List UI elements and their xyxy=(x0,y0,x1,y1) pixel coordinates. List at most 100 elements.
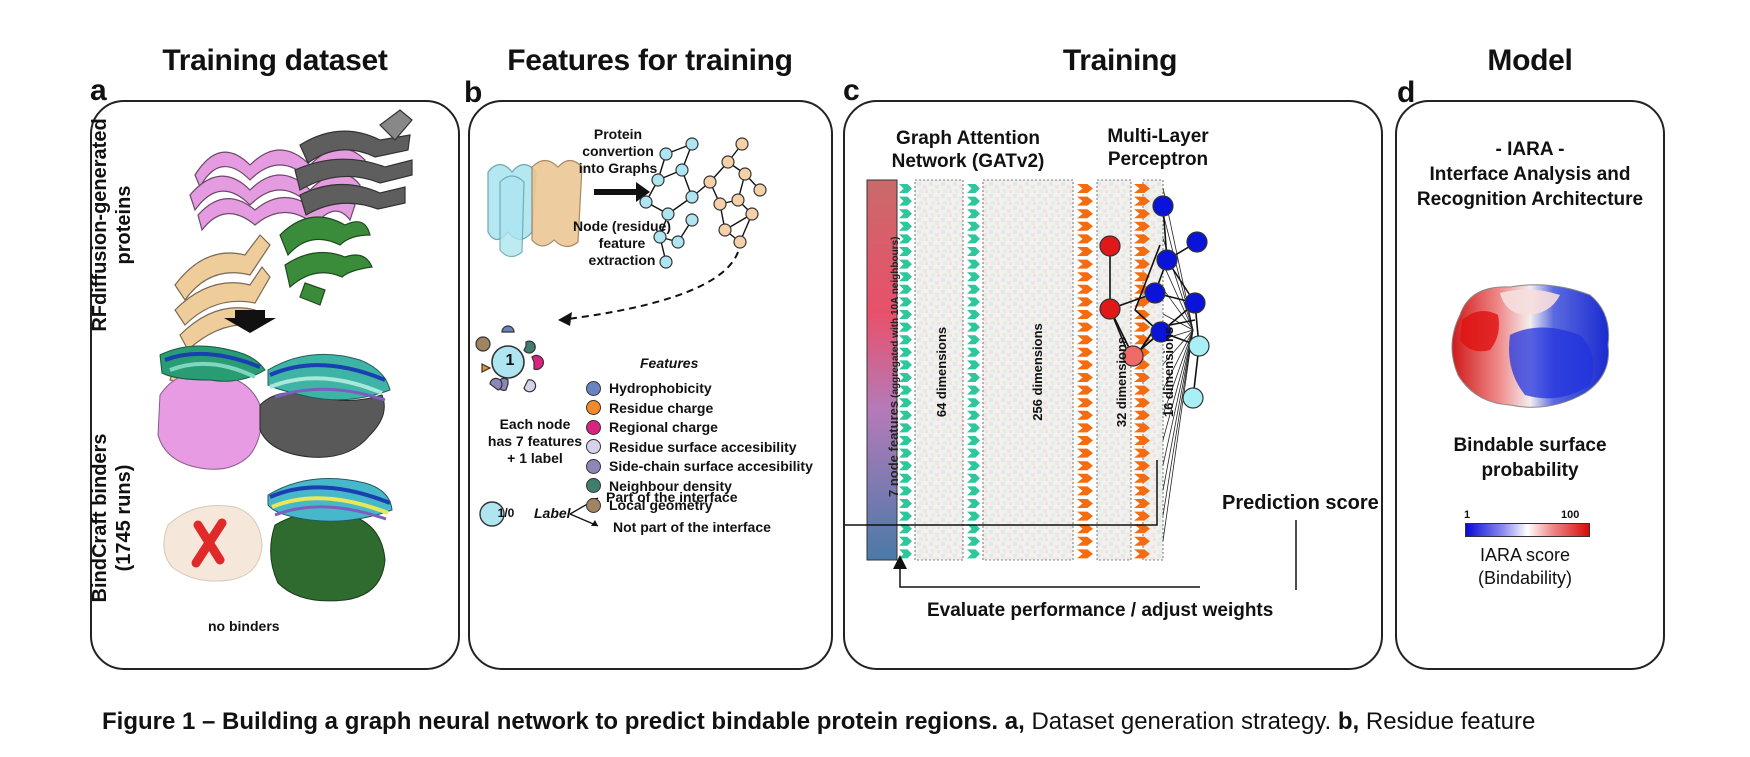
fan-line xyxy=(1162,213,1194,331)
layer-chevron xyxy=(967,436,980,445)
layer-chevron xyxy=(899,234,912,244)
no-binder-protein xyxy=(163,504,263,582)
panel-c-box xyxy=(843,100,1383,670)
layer-chevron xyxy=(1134,448,1150,458)
layer-chevron xyxy=(1077,486,1093,496)
layer-chevron xyxy=(1077,297,1093,307)
layer-chevron xyxy=(967,448,980,458)
layer-chevron xyxy=(967,209,980,219)
layer-chevron xyxy=(899,398,912,408)
binder-complex-3 xyxy=(267,478,393,602)
layer-chevron xyxy=(1134,461,1150,471)
layer-chevron xyxy=(1077,322,1093,332)
layer-chevron xyxy=(899,549,912,559)
layer-chevron xyxy=(1134,410,1150,420)
feature-item: Neighbour density xyxy=(586,478,732,494)
extraction-dashed-arrow xyxy=(559,251,739,321)
layer-chevron xyxy=(1134,221,1150,231)
rfdiffusion-label: RFdiffusion-generated proteins xyxy=(89,118,135,332)
layer-chevron xyxy=(967,499,980,508)
layer-chevron xyxy=(899,448,912,458)
convert-line2: convertion xyxy=(582,143,654,159)
feedback-label: Evaluate performance / adjust weights xyxy=(927,600,1274,621)
layer-chevron xyxy=(967,221,980,231)
bindcraft-label-line2: (1745 runs) xyxy=(113,464,135,572)
panel-b-title: Features for training xyxy=(507,44,793,77)
graph-nodes xyxy=(639,137,767,269)
scale-min: 1 xyxy=(1464,509,1471,521)
feature-name: Side-chain surface accesibility xyxy=(609,458,813,474)
layer-chevron xyxy=(1134,234,1150,244)
bindcraft-label: BindCraft binders (1745 runs) xyxy=(88,433,148,603)
layer-chevron xyxy=(1077,448,1093,458)
input-protein xyxy=(487,163,537,258)
layer-chevron xyxy=(967,536,980,546)
layer-chevron xyxy=(899,297,912,307)
panel-b-graphics xyxy=(475,137,767,527)
layer-chevron xyxy=(967,360,980,370)
layer-chevron xyxy=(1077,423,1093,433)
layer-chevron xyxy=(967,511,980,521)
features-heading: Features xyxy=(640,355,699,371)
layer-chevron xyxy=(899,385,912,395)
feedback-loop xyxy=(845,460,1158,526)
fan-line xyxy=(1162,329,1194,541)
binder-complex-2 xyxy=(259,353,391,458)
fan-line xyxy=(1162,329,1194,516)
layer-chevron xyxy=(1134,486,1150,496)
each-node-line1: Each node xyxy=(499,416,571,432)
layer-chevron xyxy=(967,524,980,534)
layer-chevron xyxy=(1077,473,1093,483)
prediction-score-label: Prediction score xyxy=(1222,492,1379,514)
panel-b-letter: b xyxy=(464,76,483,109)
grey-protein xyxy=(294,109,413,216)
node-number: 1 xyxy=(505,352,515,369)
input-label-main: 7 node features xyxy=(886,400,901,497)
layer-chevron xyxy=(1134,398,1150,408)
layer-chevron xyxy=(1077,184,1093,193)
mlp-line2: Perceptron xyxy=(1107,149,1209,170)
layer-chevron xyxy=(1134,385,1150,395)
layer-chevron xyxy=(1077,373,1093,382)
feature-item: Side-chain surface accesibility xyxy=(586,458,813,474)
feature-name: Neighbour density xyxy=(609,477,732,494)
layer-chevron xyxy=(1077,524,1093,534)
layer-chevron xyxy=(1077,549,1093,559)
fan-line xyxy=(1162,329,1194,441)
caption-b-text: Residue feature xyxy=(1365,708,1536,735)
label-negative: Not part of the interface xyxy=(613,519,771,535)
gat-line1: Graph Attention xyxy=(896,128,1040,149)
layer-chevron xyxy=(1077,284,1093,294)
layer-chevron xyxy=(967,549,980,559)
feature-color-dot xyxy=(586,478,601,493)
panel-a-box xyxy=(90,100,460,670)
layer-chevron xyxy=(967,310,980,319)
network-diagram xyxy=(845,179,1210,561)
fan-line xyxy=(1162,329,1194,390)
iara-name-line1: - IARA - xyxy=(1495,139,1565,160)
layer-chevron xyxy=(1077,410,1093,420)
layer-chevron xyxy=(899,196,912,206)
layer-chevron xyxy=(899,284,912,294)
fan-line xyxy=(1162,329,1194,491)
layer-chevron xyxy=(899,247,912,256)
output-graph-nodes xyxy=(1099,195,1210,409)
iara-name: - IARA - Interface Analysis and Recognit… xyxy=(1405,137,1655,212)
layer-chevron xyxy=(1134,549,1150,559)
layer-chevron xyxy=(967,347,980,357)
layer-chevron xyxy=(967,486,980,496)
input-label: 7 node features (aggregated with 10A nei… xyxy=(886,237,916,497)
layer-chevron xyxy=(1134,473,1150,483)
feature-color-dot xyxy=(586,380,601,396)
extraction-line3: extraction xyxy=(588,252,656,268)
feature-color-dot xyxy=(586,458,601,474)
panel-a-illustrations xyxy=(157,109,413,602)
dim-256-label: 256 dimensions xyxy=(1030,323,1045,421)
dim-64-label: 64 dimensions xyxy=(934,326,949,418)
scale-max: 100 xyxy=(1561,509,1580,521)
iara-name-line3: Recognition Architecture xyxy=(1416,189,1644,210)
color-scale-bar xyxy=(1465,523,1590,537)
layer-chevron xyxy=(1077,347,1093,357)
feature-name: Regional charge xyxy=(609,419,718,435)
layer-chevron xyxy=(899,410,912,420)
